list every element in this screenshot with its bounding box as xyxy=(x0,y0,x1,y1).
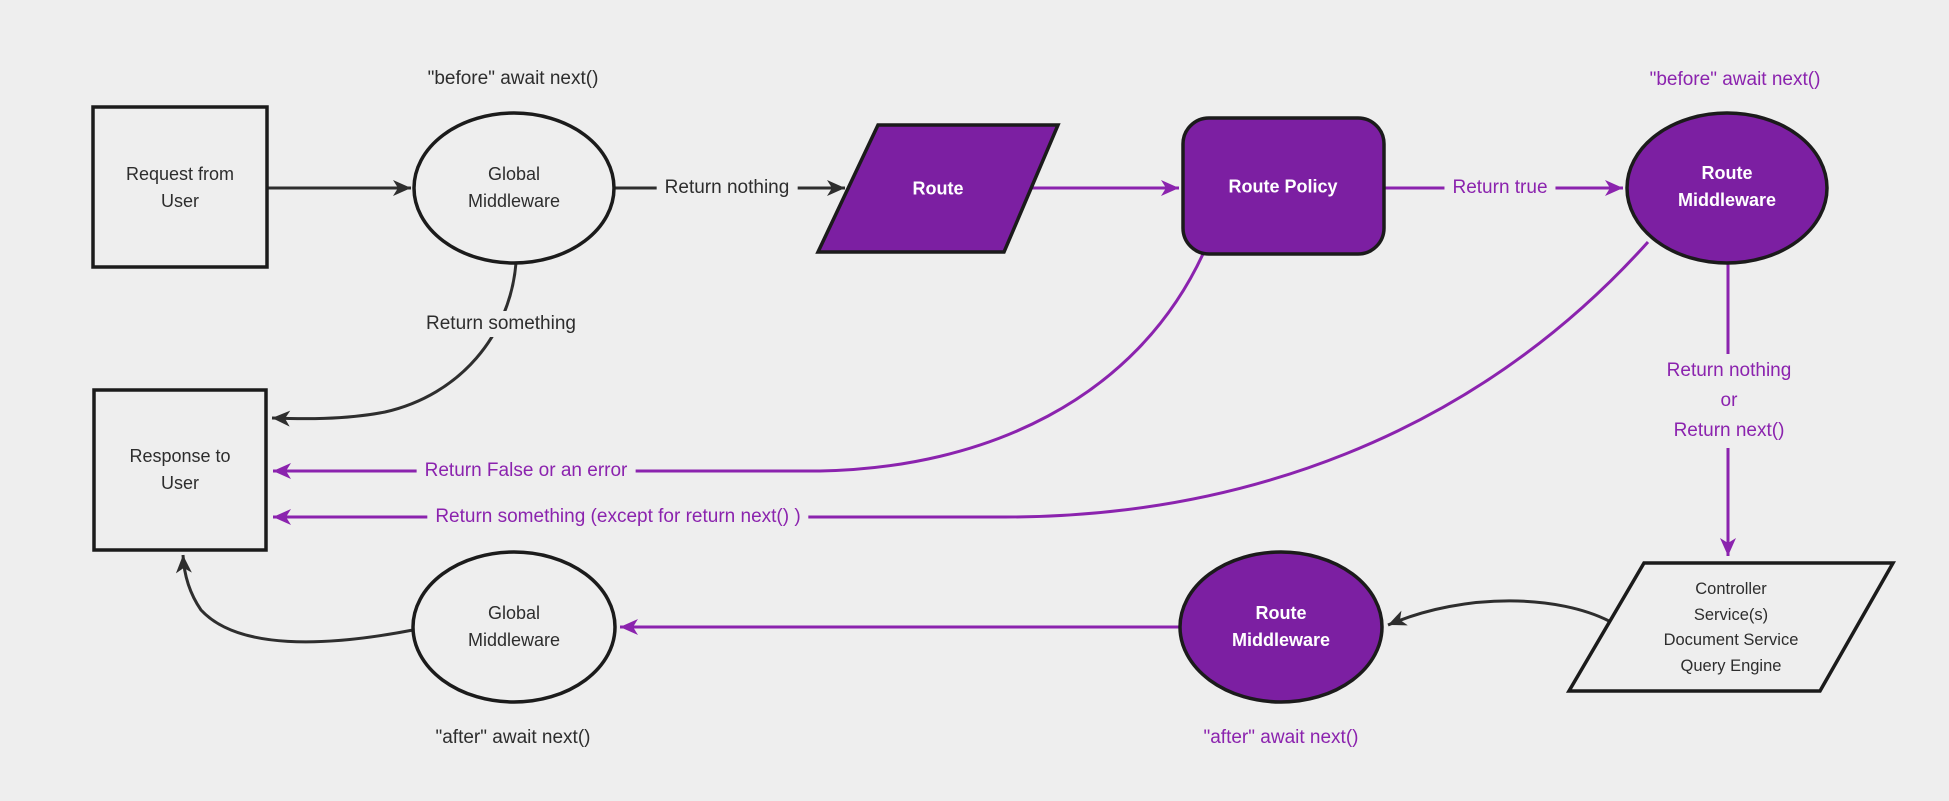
node-route-shape xyxy=(815,123,1061,254)
return-nothing-or-line2: or xyxy=(1720,390,1738,411)
global-middleware-bottom-line1: Global xyxy=(487,603,541,623)
edge-return-false-to-response xyxy=(273,253,1205,479)
return-nothing-or-line3: Return next() xyxy=(1673,420,1785,441)
controller-line1: Controller xyxy=(1695,580,1767,598)
response-node-label: Response to User xyxy=(129,443,230,497)
route-middleware-top-line2: Middleware xyxy=(1677,190,1777,210)
route-middleware-bottom-line1: Route xyxy=(1255,603,1307,623)
controller-line4: Query Engine xyxy=(1680,656,1782,675)
node-global-middleware-top-shape xyxy=(412,111,616,265)
return-something-except-edge-label: Return something (except for return next… xyxy=(427,504,809,530)
node-controller-shape xyxy=(1565,561,1897,693)
node-response-shape xyxy=(92,388,268,552)
return-nothing-or-line1: Return nothing xyxy=(1666,360,1792,381)
before-await-global-label: "before" await next() xyxy=(427,68,599,89)
node-global-middleware-bottom-shape xyxy=(411,550,617,704)
controller-line3: Document Service xyxy=(1663,631,1799,649)
node-route-middleware-top-shape xyxy=(1625,111,1829,265)
before-await-route-label: "before" await next() xyxy=(1649,69,1821,90)
edge-return-something-to-response xyxy=(271,262,518,427)
request-line1: Request from xyxy=(125,164,235,184)
route-policy-node-label: Route Policy xyxy=(1228,176,1338,197)
request-node-label: Request from User xyxy=(126,161,234,215)
node-route-policy-shape xyxy=(1181,116,1386,256)
request-line2: User xyxy=(160,191,200,211)
return-something-edge-label: Return something xyxy=(418,311,584,337)
global-middleware-top-node-label: Global Middleware xyxy=(468,161,560,215)
global-middleware-bottom-line2: Middleware xyxy=(467,630,561,650)
return-false-edge-label: Return False or an error xyxy=(416,458,636,484)
global-middleware-bottom-node-label: Global Middleware xyxy=(468,600,560,654)
return-nothing-or-next-edge-label: Return nothing or Return next() xyxy=(1656,354,1802,448)
global-middleware-top-line1: Global xyxy=(487,164,541,184)
return-nothing-edge-label: Return nothing xyxy=(656,175,798,201)
response-line1: Response to xyxy=(129,446,231,466)
after-await-route-label: "after" await next() xyxy=(1203,727,1359,748)
route-middleware-top-line1: Route xyxy=(1701,163,1753,183)
node-request-shape xyxy=(91,105,269,269)
response-line2: User xyxy=(160,473,200,493)
controller-line2: Service(s) xyxy=(1693,605,1769,624)
return-true-edge-label: Return true xyxy=(1444,175,1556,201)
edge-controller-to-route-middleware-bottom xyxy=(1387,599,1610,627)
route-middleware-bottom-node-label: Route Middleware xyxy=(1232,600,1330,654)
edge-return-something-except-to-response xyxy=(273,240,1650,525)
route-node-label: Route xyxy=(912,178,964,199)
global-middleware-top-line2: Middleware xyxy=(467,191,561,211)
edge-global-middleware-bottom-to-response xyxy=(175,554,414,644)
route-middleware-bottom-line2: Middleware xyxy=(1231,630,1331,650)
after-await-global-label: "after" await next() xyxy=(435,727,591,748)
route-middleware-top-node-label: Route Middleware xyxy=(1678,160,1776,214)
node-route-middleware-bottom-shape xyxy=(1178,550,1384,704)
controller-node-label: Controller Service(s) Document Service Q… xyxy=(1664,577,1799,679)
